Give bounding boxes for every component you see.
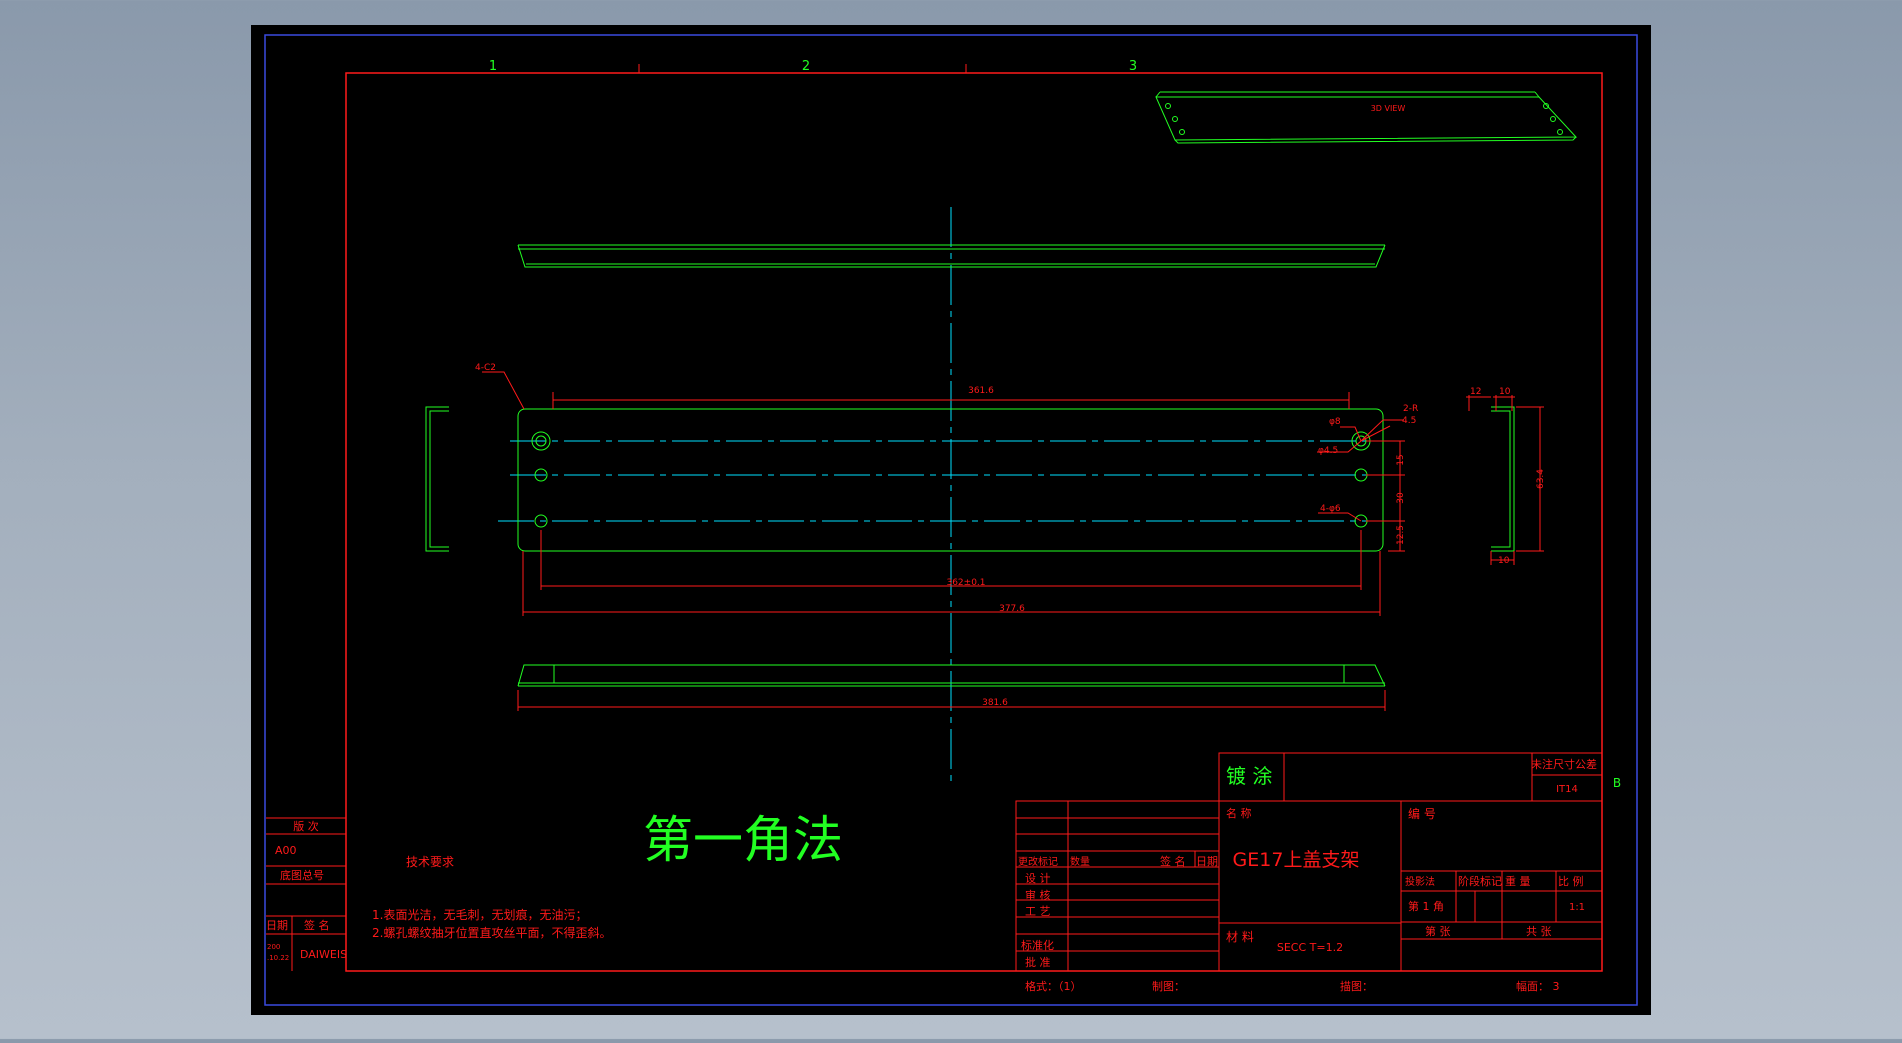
- quantity-label: 数量: [1070, 855, 1090, 868]
- tech-req-title: 技术要求: [406, 855, 454, 869]
- date-value-2: .10.22: [267, 954, 289, 962]
- dim-width-top: 361.6: [968, 386, 994, 396]
- tech-req-line-2: 2.螺孔螺纹抽牙位置直攻丝平面，不得歪斜。: [372, 925, 611, 940]
- dim-15: 15: [1396, 454, 1406, 465]
- weight-label: 重 量: [1505, 874, 1531, 888]
- bottom-view: [517, 664, 1386, 687]
- sign-label: 签 名: [304, 918, 330, 932]
- dim-63-4: 63.4: [1536, 469, 1546, 489]
- dim-12: 12: [1470, 387, 1481, 397]
- isometric-view: [1155, 91, 1578, 144]
- sheet-number-label: 第 张: [1425, 924, 1451, 938]
- dim-30: 30: [1396, 492, 1406, 504]
- tracer-label: 描图：: [1340, 979, 1373, 993]
- date-column-label: 日期: [1196, 855, 1218, 868]
- zone-marker-b: B: [1613, 776, 1621, 790]
- zone-marker-1: 1: [489, 59, 497, 74]
- scale-value: 1:1: [1569, 902, 1585, 913]
- format-label: 格式：（1）: [1025, 979, 1082, 993]
- zone-marker-2: 2: [802, 59, 810, 74]
- scale-label: 比 例: [1558, 874, 1584, 888]
- dim-phi45: φ4.5: [1318, 446, 1338, 456]
- dim-10-top: 10: [1499, 387, 1511, 397]
- dim-12-5: 12.5: [1396, 525, 1406, 545]
- dim-10-bottom: 10: [1498, 556, 1510, 566]
- review-label: 审 核: [1025, 888, 1051, 902]
- design-label: 设 计: [1025, 872, 1051, 885]
- part-name: GE17上盖支架: [1233, 849, 1360, 871]
- total-sheets-label: 共 张: [1526, 925, 1552, 938]
- standardization-label: 标准化: [1021, 938, 1054, 952]
- name-label: 名 称: [1226, 806, 1252, 820]
- projection-method-cell: 投影法: [1405, 875, 1435, 888]
- number-label: 编 号: [1408, 806, 1436, 821]
- tolerance-value: IT14: [1556, 784, 1578, 795]
- dim-overall: 377.6: [999, 604, 1025, 614]
- revision-value: A00: [275, 844, 297, 857]
- dim-two-r: 2-R: [1403, 404, 1418, 414]
- material-value: SECC T=1.2: [1277, 941, 1343, 954]
- sheet-size-label: 幅面： 3: [1516, 980, 1560, 993]
- drafter-label: 制图：: [1152, 980, 1185, 993]
- tolerance-label: 未注尺寸公差: [1531, 757, 1597, 771]
- zone-marker-3: 3: [1129, 59, 1137, 74]
- dim-bottom-view: 381.6: [982, 698, 1008, 708]
- right-side-view: [1491, 406, 1515, 552]
- view-3d-label: 3D VIEW: [1371, 104, 1406, 113]
- date-label: 日期: [266, 919, 288, 932]
- horizontal-center-lines: [498, 440, 1395, 522]
- dimension-lines: [482, 371, 1544, 711]
- revision-header: 版 次: [293, 819, 319, 833]
- tech-req-line-1: 1.表面光洁，无毛刺，无划痕，无油污；: [372, 907, 587, 922]
- process-label: 工 艺: [1025, 905, 1051, 918]
- left-side-view: [425, 406, 449, 552]
- material-label: 材 料: [1226, 930, 1254, 944]
- drawing-number-label: 底图总号: [280, 868, 324, 882]
- inner-frame: [345, 72, 1603, 972]
- dim-hole-spacing: 362±0.1: [946, 578, 985, 588]
- signature-label: 签 名: [1160, 854, 1186, 868]
- title-block: [1015, 752, 1603, 972]
- revision-block: [266, 817, 346, 971]
- approve-label: 批 准: [1025, 955, 1051, 969]
- dim-four-phi6: 4-φ6: [1320, 504, 1341, 514]
- dim-phi8: φ8: [1329, 417, 1341, 427]
- change-mark-label: 更改标记: [1018, 855, 1058, 868]
- dim-chamfer: 4-C2: [475, 363, 496, 373]
- dim-r45: 4.5: [1402, 416, 1416, 426]
- date-value-1: 200: [267, 943, 280, 951]
- coating-label: 镀 涂: [1226, 764, 1272, 788]
- signer-name: DAIWEIS: [300, 948, 347, 961]
- first-angle-value: 第 1 角: [1408, 899, 1444, 913]
- projection-method-label: 第一角法: [643, 811, 843, 869]
- outer-border: [264, 34, 1638, 1006]
- stage-mark-label: 阶段标记: [1458, 874, 1502, 888]
- front-view: [517, 408, 1384, 552]
- top-view: [517, 244, 1386, 268]
